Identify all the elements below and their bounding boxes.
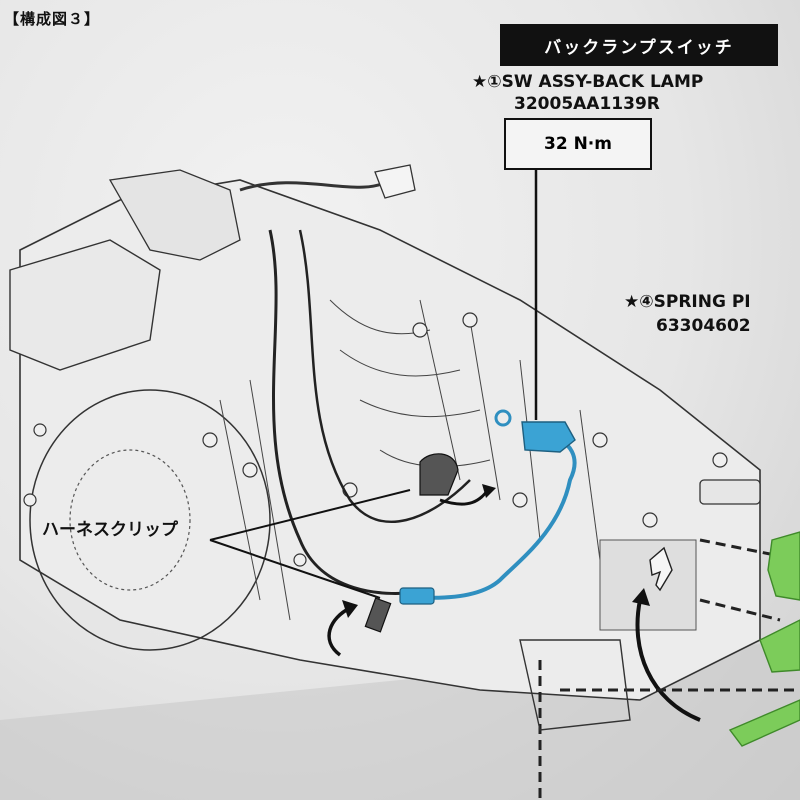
part-name-back-lamp-switch: ★①SW ASSY-BACK LAMP xyxy=(472,72,704,92)
transmission-case-outline xyxy=(19,179,761,701)
shaft-panel xyxy=(599,539,697,631)
shaft-stub xyxy=(699,479,761,505)
harness-clip-upper xyxy=(419,453,459,496)
breather-hose xyxy=(239,178,391,192)
part-number-spring-pin: 63304602 xyxy=(656,316,751,336)
shift-linkage xyxy=(108,169,241,261)
pin-arrow-head xyxy=(632,588,650,606)
figure-label: 【構成図３】 xyxy=(4,10,101,28)
spring-pin-parts xyxy=(728,531,800,747)
harness-clip-label: ハーネスクリップ xyxy=(42,520,178,540)
torque-value: 32 N·m xyxy=(504,118,652,170)
bolt-heads xyxy=(23,312,728,567)
mount-bracket xyxy=(519,639,631,731)
back-lamp-harness xyxy=(399,430,577,600)
spring-pin-detail xyxy=(649,546,673,592)
starter-motor xyxy=(9,239,161,371)
breather-cap xyxy=(374,164,416,199)
harness-connector xyxy=(399,587,435,605)
clip-arrow-lower xyxy=(327,606,351,657)
clip-arrow-upper-head xyxy=(482,484,496,498)
switch-washer xyxy=(494,409,512,427)
harness-clip-lower xyxy=(364,597,392,633)
clip-arrow-lower-head xyxy=(342,600,358,618)
harness-branch xyxy=(298,229,471,524)
part-name-spring-pin: ★④SPRING PI xyxy=(624,292,751,312)
pin-arrow xyxy=(635,599,701,722)
harness-clip-leader-upper xyxy=(209,489,411,541)
part-number-back-lamp-switch: 32005AA1139R xyxy=(514,94,660,114)
bellhousing xyxy=(29,389,271,651)
harness-clip-leader-lower xyxy=(209,539,381,599)
section-title: バックランプスイッチ xyxy=(500,24,778,66)
flywheel-ring xyxy=(69,449,191,591)
back-lamp-switch xyxy=(521,421,576,453)
harness-main xyxy=(268,229,431,595)
